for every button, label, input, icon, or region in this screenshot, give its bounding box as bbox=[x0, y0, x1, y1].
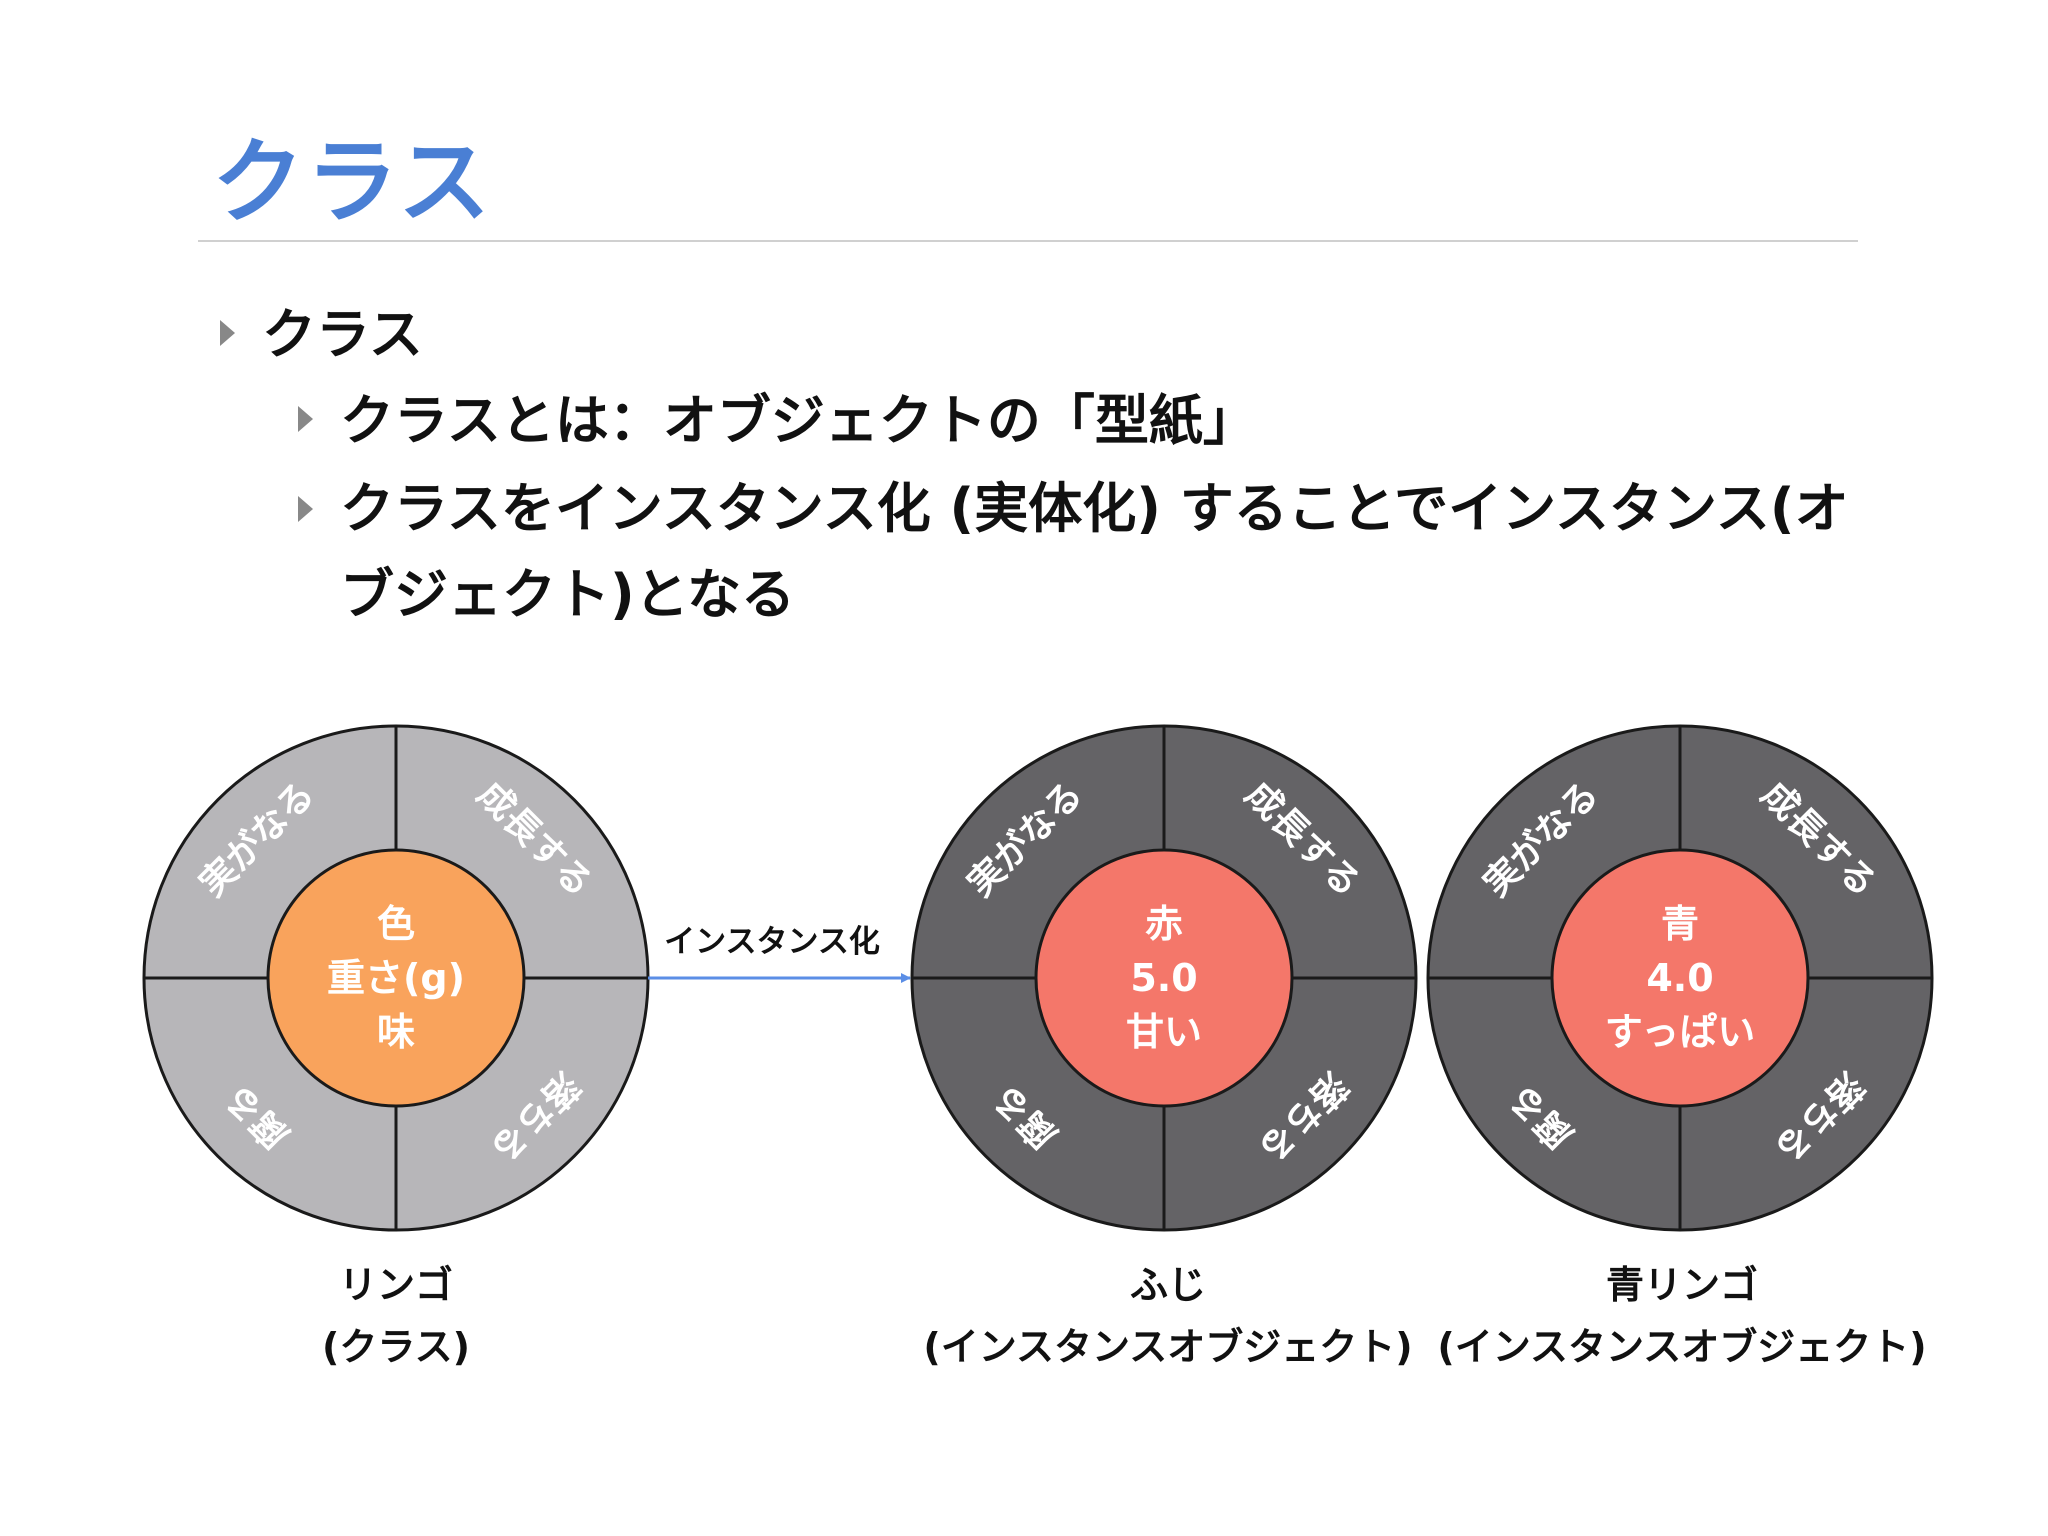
bullet-text: クラス bbox=[262, 303, 423, 366]
core-circle bbox=[1034, 848, 1294, 1108]
instantiation-arrow-label: インスタンス化 bbox=[664, 924, 880, 960]
instance-circle: 実がなる成長する落ちる腐る赤5.0甘い bbox=[910, 724, 1418, 1232]
core-attr-color: 青 bbox=[1661, 902, 1699, 946]
core-attr-weight: 重さ(g) bbox=[327, 956, 465, 1000]
caption-name: 青リンゴ bbox=[1605, 1263, 1758, 1307]
instance-caption-fuji: ふじ (インスタンスオブジェクト) bbox=[918, 1254, 1418, 1378]
core-attr-color: 赤 bbox=[1145, 902, 1183, 946]
bullet-level2: クラスとは：オブジェクトの「型紙」 bbox=[298, 380, 1257, 461]
core-attr-weight: 5.0 bbox=[1130, 956, 1197, 1000]
caption-kind: (インスタンスオブジェクト) bbox=[1437, 1325, 1927, 1369]
bullet-arrow-icon bbox=[298, 406, 313, 432]
bullet-level2: クラスをインスタンス化 (実体化) することでインスタンス(オブジェクト)となる bbox=[298, 466, 1900, 638]
instance-caption-green-apple: 青リンゴ (インスタンスオブジェクト) bbox=[1432, 1254, 1932, 1378]
slide-title: クラス bbox=[212, 129, 493, 236]
core-attr-taste: すっぱい bbox=[1605, 1010, 1755, 1054]
bullet-text: クラスとは：オブジェクトの「型紙」 bbox=[340, 389, 1257, 452]
bullet-level1: クラス bbox=[220, 294, 423, 375]
bullet-text: クラスをインスタンス化 (実体化) することでインスタンス(オブジェクト)となる bbox=[340, 477, 1849, 626]
core-circle bbox=[1550, 848, 1810, 1108]
instance-circle: 実がなる成長する落ちる腐る青4.0すっぱい bbox=[1426, 724, 1934, 1232]
title-divider bbox=[198, 240, 1858, 242]
caption-name: ふじ bbox=[1129, 1263, 1206, 1307]
core-circle bbox=[266, 848, 526, 1108]
bullet-arrow-icon bbox=[298, 496, 313, 522]
class-circle: 実がなる成長する落ちる腐る色重さ(g)味 bbox=[142, 724, 650, 1232]
core-attr-taste: 甘い bbox=[1126, 1010, 1202, 1054]
core-attr-color: 色 bbox=[377, 902, 415, 946]
core-attr-weight: 4.0 bbox=[1646, 956, 1713, 1000]
caption-name: リンゴ bbox=[338, 1263, 453, 1307]
caption-kind: (クラス) bbox=[322, 1325, 470, 1369]
core-attr-taste: 味 bbox=[377, 1010, 415, 1054]
class-caption: リンゴ (クラス) bbox=[296, 1254, 496, 1378]
caption-kind: (インスタンスオブジェクト) bbox=[923, 1325, 1413, 1369]
bullet-arrow-icon bbox=[220, 320, 235, 346]
